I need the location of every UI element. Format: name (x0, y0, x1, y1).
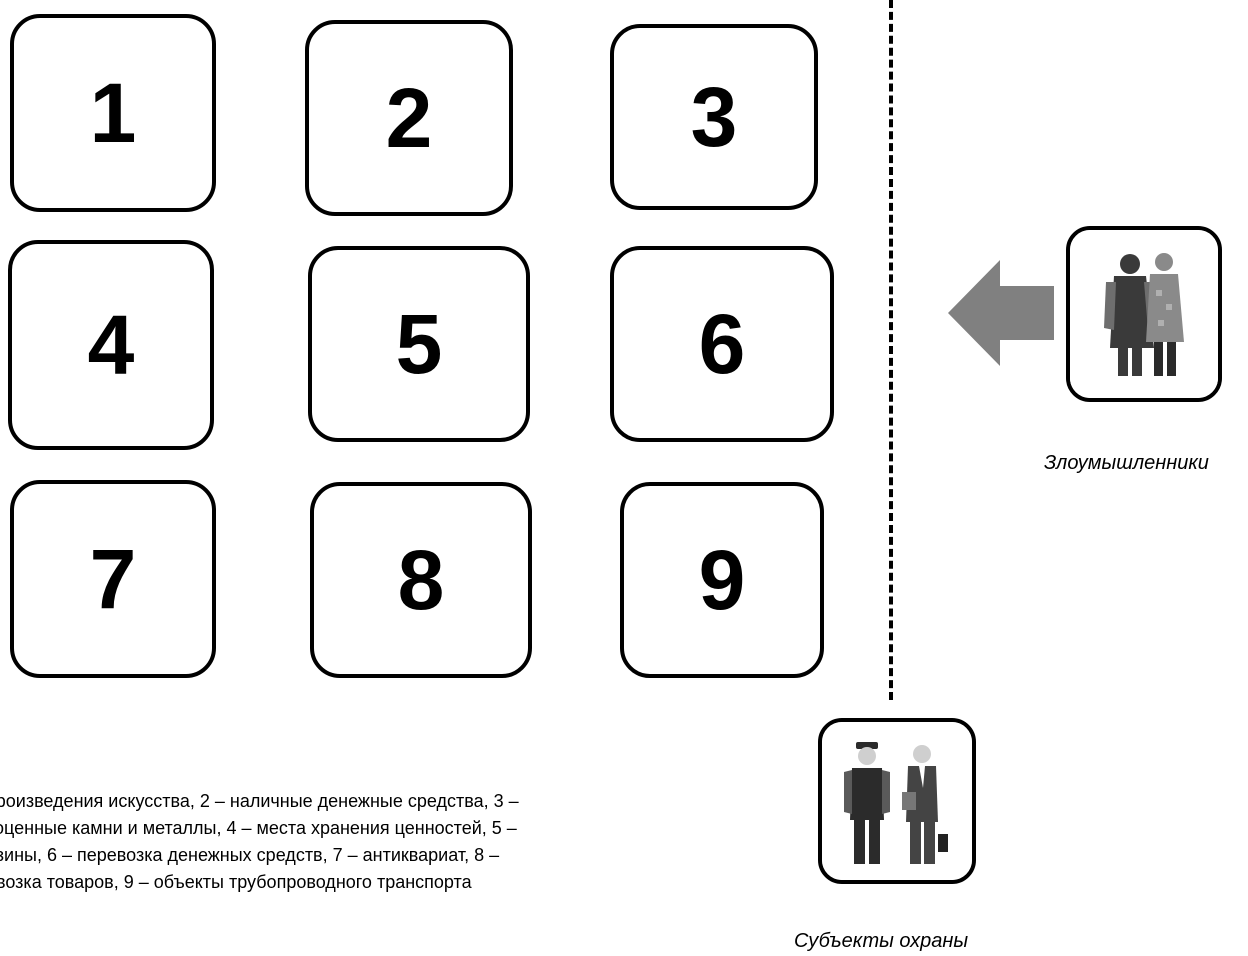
box-label: 7 (89, 532, 137, 626)
box-label: 5 (395, 297, 443, 391)
legend-line: азины, 6 – перевозка денежных средств, 7… (0, 845, 500, 865)
box-5: 5 (308, 246, 530, 442)
box-label: 2 (385, 71, 433, 165)
legend-line: евозка товаров, 9 – объекты трубопроводн… (0, 872, 472, 892)
box-label: 1 (89, 66, 137, 160)
security-guards-photo-icon (818, 718, 976, 884)
box-8: 8 (310, 482, 532, 678)
box-label: 8 (397, 533, 445, 627)
box-9: 9 (620, 482, 824, 678)
intruders-caption: Злоумышленники (1044, 452, 1209, 474)
box-label: 4 (87, 298, 135, 392)
intruders-photo-icon (1066, 226, 1222, 402)
left-arrow-icon (948, 260, 1054, 366)
guards-caption: Субъекты охраны (794, 930, 969, 952)
box-1: 1 (10, 14, 216, 212)
box-label: 3 (690, 70, 738, 164)
box-label: 6 (698, 297, 746, 391)
box-2: 2 (305, 20, 513, 216)
box-3: 3 (610, 24, 818, 210)
box-4: 4 (8, 240, 214, 450)
legend-line: произведения искусства, 2 – наличные ден… (0, 791, 519, 811)
boundary-divider (889, 0, 893, 700)
box-6: 6 (610, 246, 834, 442)
box-7: 7 (10, 480, 216, 678)
legend-line: тоценные камни и металлы, 4 – места хран… (0, 818, 517, 838)
legend-text: произведения искусства, 2 – наличные ден… (0, 788, 760, 896)
box-label: 9 (698, 533, 746, 627)
